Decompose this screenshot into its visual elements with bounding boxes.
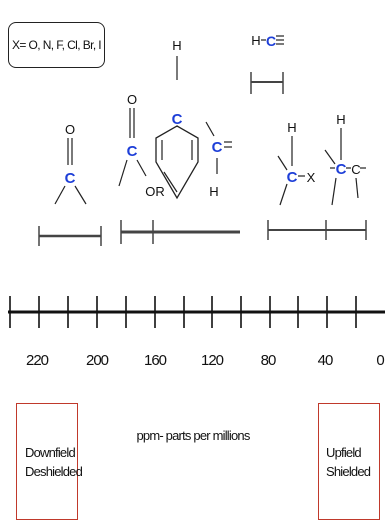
- alkyne-hydrogen: H: [251, 33, 260, 48]
- range-bar-carbonyl: [38, 226, 102, 246]
- halide-carbon: C: [287, 169, 298, 186]
- upfield-label: Upfield: [326, 444, 362, 460]
- downfield-region-box: Downfield Deshielded: [16, 403, 83, 520]
- halide-x: X: [307, 170, 316, 185]
- legend-box: X= O, N, F, Cl, Br, I: [8, 22, 105, 68]
- range-bar-alkyne: [250, 72, 284, 94]
- tick-label-220: 220: [25, 352, 49, 369]
- alkene-carbon: C: [212, 139, 223, 156]
- alkane-hydrogen: H: [336, 112, 345, 127]
- range-bar-aromatic: [120, 220, 240, 244]
- aromatic-hydrogen: H: [172, 38, 181, 53]
- alkane-structure: [324, 128, 366, 206]
- ester-oxygen: O: [127, 92, 137, 107]
- tick-label-160: 160: [143, 352, 167, 369]
- tick-label-200: 200: [85, 352, 109, 369]
- ester-structure: [118, 108, 147, 187]
- aromatic-ring: [155, 56, 199, 200]
- alkyne-carbon: C: [266, 33, 276, 49]
- alkane-carbon-secondary: C: [351, 162, 360, 177]
- legend-text: X= O, N, F, Cl, Br, I: [11, 38, 102, 52]
- ester-carbon: C: [127, 143, 138, 160]
- carbonyl-oxygen: O: [65, 122, 75, 137]
- ester-or-group: OR: [145, 184, 165, 199]
- aromatic-carbon: C: [172, 111, 183, 128]
- ppm-axis-ticks: [9, 296, 357, 328]
- tick-label-40: 40: [317, 352, 334, 369]
- halide-hydrogen: H: [287, 120, 296, 135]
- downfield-label: Downfield: [25, 444, 76, 460]
- upfield-region-box: Upfield Shielded: [318, 403, 380, 520]
- alkyne-structure: [261, 35, 284, 45]
- alkane-carbon-primary: C: [336, 161, 347, 178]
- tick-label-80: 80: [260, 352, 277, 369]
- tick-label-0: 0: [376, 352, 384, 369]
- range-bar-alkane: [267, 220, 367, 240]
- carbonyl-carbon: C: [65, 170, 76, 187]
- carbonyl-structure: [54, 138, 87, 205]
- tick-label-120: 120: [200, 352, 224, 369]
- unit-label: ppm- parts per millions: [136, 428, 250, 443]
- halide-structure: [277, 136, 305, 206]
- alkene-hydrogen: H: [209, 184, 218, 199]
- shielded-label: Shielded: [326, 463, 371, 479]
- alkene-structure: [205, 121, 232, 174]
- deshielded-label: Deshielded: [25, 463, 83, 479]
